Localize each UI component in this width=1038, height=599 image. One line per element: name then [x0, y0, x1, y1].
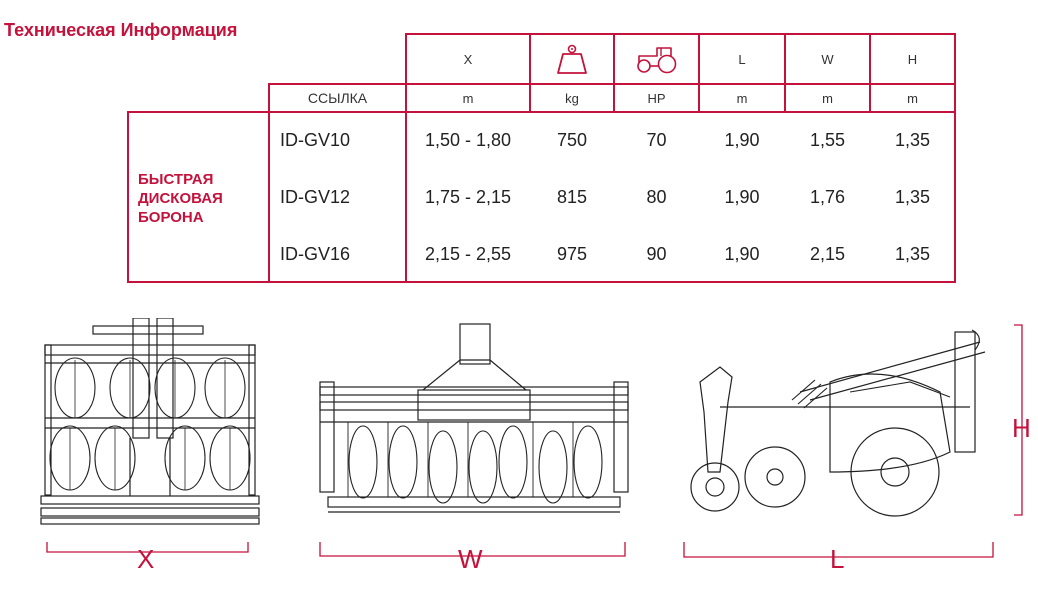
unit-x: m	[462, 90, 474, 106]
dimension-x-line	[46, 542, 249, 553]
row-value: 750	[556, 129, 588, 150]
row-value: 1,55	[809, 129, 846, 150]
row-value: 1,76	[809, 186, 846, 207]
row-value: 70	[646, 129, 667, 150]
dimension-h-label: H	[1012, 413, 1031, 443]
unit-power: HP	[647, 90, 666, 106]
row-value: 1,90	[724, 186, 760, 207]
dimension-h-line	[1014, 324, 1023, 516]
front-view-drawing	[319, 323, 629, 513]
ref-header: ССЫЛКА	[307, 90, 368, 106]
row-ref: ID-GV10	[280, 129, 351, 150]
row-value: 1,35	[894, 129, 931, 150]
row-value: 815	[556, 186, 588, 207]
top-view-drawing	[40, 318, 260, 525]
row-value: 1,35	[894, 186, 931, 207]
row-value: 1,75 - 2,15	[424, 186, 512, 207]
weight-icon	[531, 35, 613, 83]
row-value: 1,50 - 1,80	[424, 129, 512, 150]
dimension-l-label: L	[830, 544, 845, 574]
dimension-w-line	[319, 542, 626, 557]
row-value: 1,90	[724, 129, 760, 150]
unit-h: m	[907, 90, 918, 106]
row-value: 2,15 - 2,55	[424, 243, 512, 264]
tractor-icon	[615, 35, 698, 83]
unit-w: m	[822, 90, 833, 106]
row-value: 975	[556, 243, 588, 264]
col-l-header: L	[738, 51, 746, 67]
dimension-w-label: W	[458, 544, 483, 574]
row-value: 2,15	[809, 243, 846, 264]
row-value: 1,90	[724, 243, 760, 264]
unit-weight: kg	[565, 90, 579, 106]
page-title: Техническая Информация	[4, 20, 238, 40]
col-h-header: H	[907, 51, 918, 67]
unit-l: m	[736, 90, 748, 106]
row-value: 90	[646, 243, 667, 264]
col-x-header: X	[463, 51, 473, 67]
side-view-drawing	[690, 329, 986, 517]
col-w-header: W	[821, 51, 834, 67]
row-ref: ID-GV12	[280, 186, 351, 207]
product-name: БЫСТРАЯ ДИСКОВАЯ БОРОНА	[138, 171, 223, 226]
row-value: 1,35	[894, 243, 931, 264]
row-value: 80	[646, 186, 667, 207]
dimension-l-line	[683, 542, 994, 558]
dimension-x-label: X	[137, 544, 155, 574]
row-ref: ID-GV16	[280, 243, 351, 264]
